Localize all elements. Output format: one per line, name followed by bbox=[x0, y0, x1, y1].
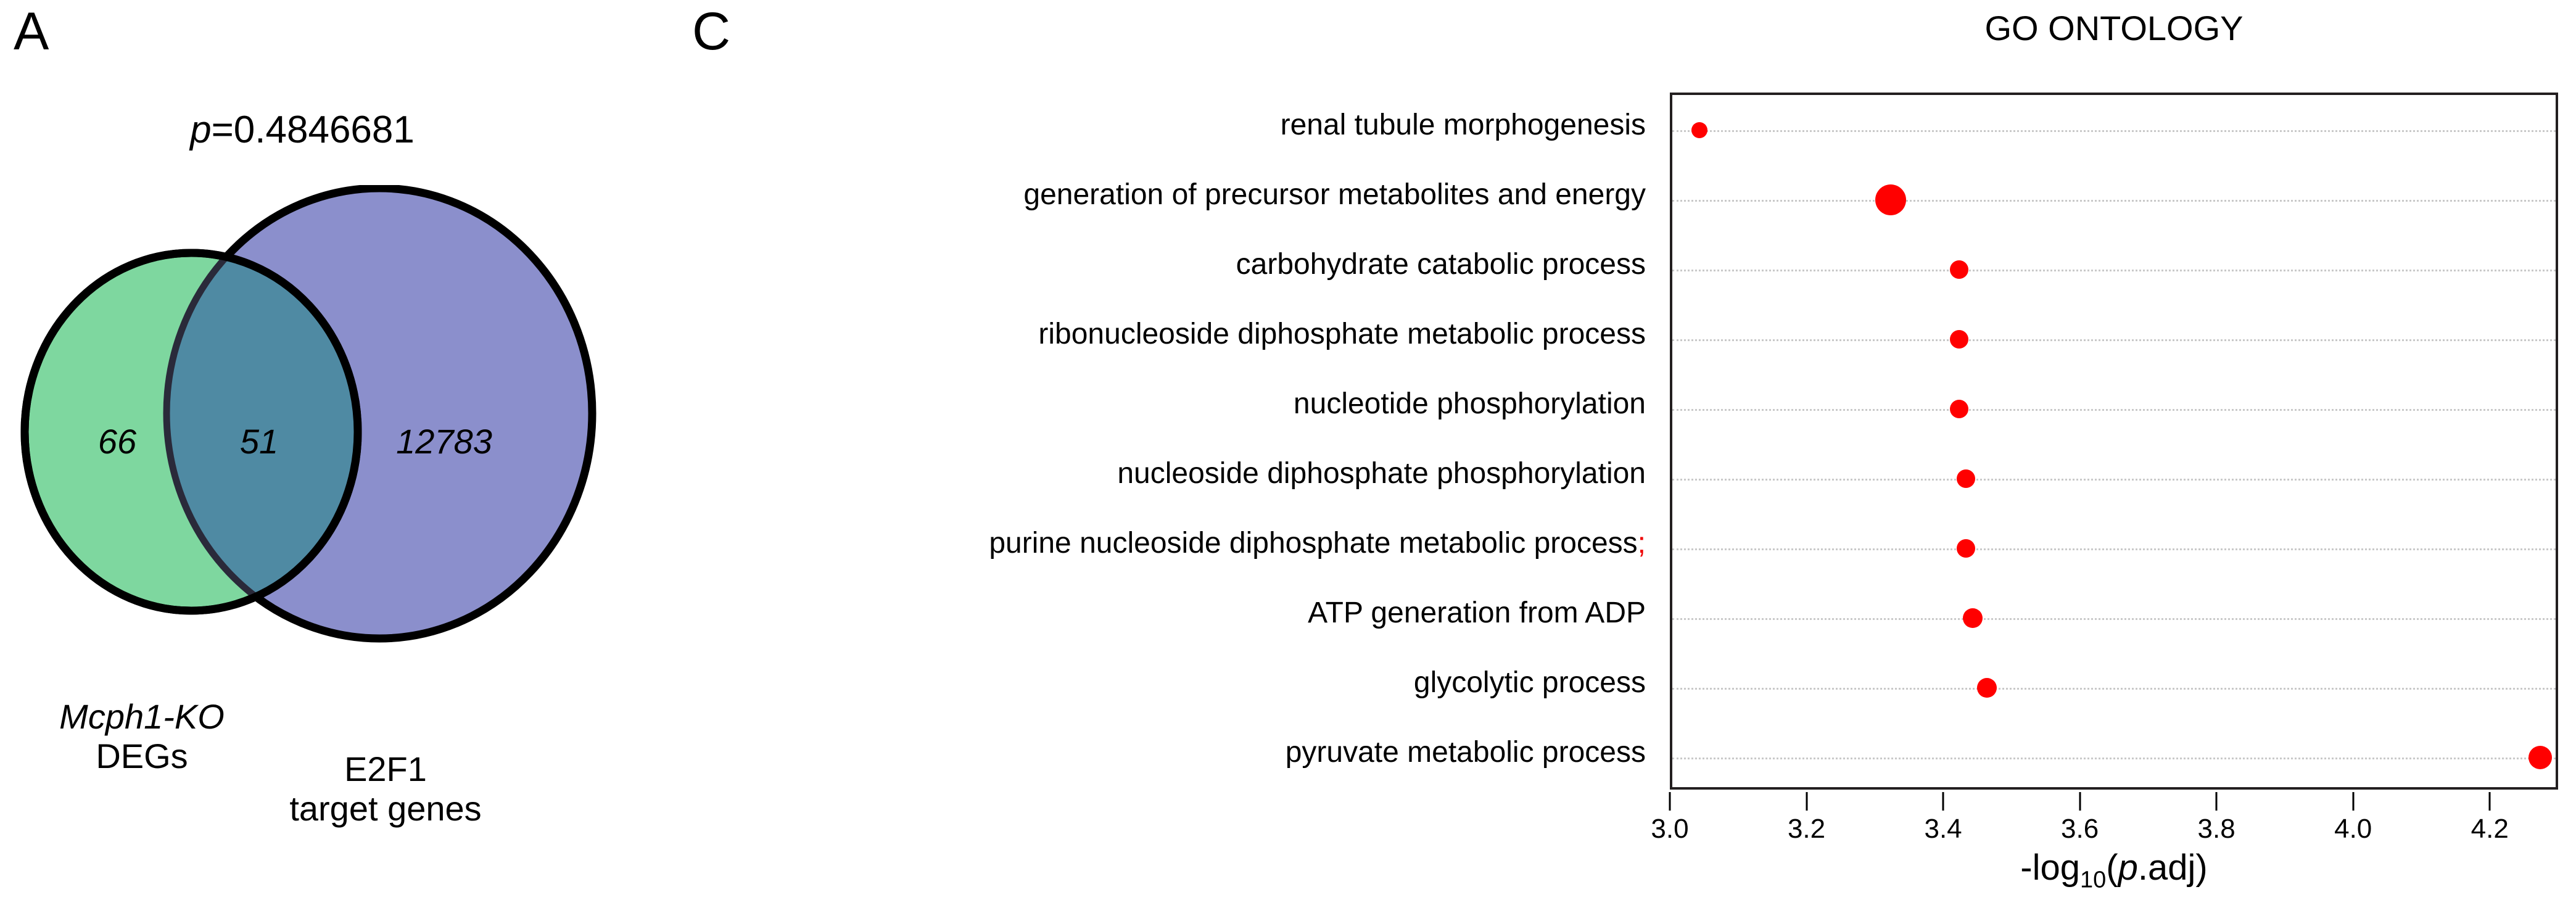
data-point[interactable] bbox=[1950, 399, 1969, 418]
go-term-label-list: renal tubule morphogenesis generation of … bbox=[679, 93, 1657, 790]
x-axis-tick-label: 3.0 bbox=[1651, 814, 1689, 844]
go-term-label: glycolytic process bbox=[1413, 666, 1646, 699]
x-axis-tick-label: 3.2 bbox=[1787, 814, 1826, 844]
x-axis-title-adj: .adj) bbox=[2137, 848, 2208, 888]
data-point[interactable] bbox=[1691, 122, 1708, 138]
panel-c-label: C bbox=[692, 2, 731, 61]
x-axis-tick bbox=[2488, 792, 2491, 811]
go-term-label: carbohydrate catabolic process bbox=[1236, 247, 1646, 281]
data-point[interactable] bbox=[1976, 677, 1997, 698]
gridline bbox=[1672, 687, 2556, 690]
x-axis: 3.0 3.2 3.4 3.6 3.8 4.0 4.2 bbox=[1651, 792, 2558, 843]
venn-diagram: 66 51 12783 bbox=[20, 185, 597, 643]
x-axis-tick bbox=[2215, 792, 2218, 811]
gridline bbox=[1672, 478, 2556, 481]
x-axis-title: -log10(p.adj) bbox=[1670, 850, 2558, 892]
x-axis-tick-label: 3.6 bbox=[2061, 814, 2099, 844]
x-axis-title-subscript: 10 bbox=[2080, 867, 2107, 893]
go-term-label: generation of precursor metabolites and … bbox=[1023, 178, 1646, 211]
p-value-symbol: p bbox=[190, 109, 212, 151]
x-axis-tick-label: 3.4 bbox=[1924, 814, 1962, 844]
go-term-label: renal tubule morphogenesis bbox=[1280, 108, 1646, 141]
venn-set-label-left: Mcph1-KO DEGs bbox=[25, 697, 259, 776]
go-term-label: nucleotide phosphorylation bbox=[1293, 387, 1646, 420]
panel-a-venn: A p=0.4846681 66 51 12783 Mcph1-KO DEGs … bbox=[0, 0, 679, 921]
gridline bbox=[1672, 757, 2556, 759]
panel-a-label: A bbox=[14, 2, 49, 61]
data-point[interactable] bbox=[1950, 260, 1969, 279]
gridline bbox=[1672, 269, 2556, 271]
plot-area bbox=[1670, 93, 2558, 790]
data-point[interactable] bbox=[1950, 329, 1969, 349]
venn-set-label-right: E2F1 target genes bbox=[241, 750, 530, 828]
venn-set-label-left-line1: Mcph1-KO bbox=[59, 697, 225, 736]
x-axis-tick bbox=[1806, 792, 1808, 811]
x-axis-tick-label: 4.2 bbox=[2471, 814, 2509, 844]
p-value-number: =0.4846681 bbox=[211, 109, 415, 151]
panel-c-go-dotplot: C GO ONTOLOGY renal tubule morphogenesis… bbox=[679, 0, 2576, 921]
gridline bbox=[1672, 130, 2556, 132]
data-point[interactable] bbox=[2528, 745, 2552, 769]
data-point[interactable] bbox=[1875, 184, 1907, 215]
gridline bbox=[1672, 199, 2556, 202]
x-axis-tick bbox=[2079, 792, 2081, 811]
go-term-label: nucleoside diphosphate phosphorylation bbox=[1117, 456, 1646, 490]
venn-set-label-left-line2: DEGs bbox=[96, 736, 188, 775]
venn-set-label-right-line1: E2F1 bbox=[344, 750, 427, 788]
data-point[interactable] bbox=[1963, 608, 1983, 628]
x-axis-tick bbox=[1669, 792, 1671, 811]
x-axis-title-p: p bbox=[2118, 848, 2138, 888]
x-axis-tick-label: 4.0 bbox=[2334, 814, 2372, 844]
go-term-label: pyruvate metabolic process bbox=[1285, 735, 1646, 769]
x-axis-title-text: -log bbox=[2020, 848, 2080, 888]
gridline bbox=[1672, 548, 2556, 550]
data-point[interactable] bbox=[1957, 539, 1976, 558]
venn-overlap-region bbox=[163, 253, 358, 611]
go-term-label: ATP generation from ADP bbox=[1308, 596, 1646, 629]
venn-count-right: 12783 bbox=[396, 422, 492, 461]
venn-set-label-right-line2: target genes bbox=[289, 788, 482, 828]
gridline bbox=[1672, 617, 2556, 620]
chart-title: GO ONTOLOGY bbox=[1984, 9, 2244, 47]
x-axis-title-paren-open: ( bbox=[2106, 848, 2118, 888]
gridline bbox=[1672, 408, 2556, 411]
venn-circle-left-outline bbox=[20, 249, 362, 615]
venn-count-left: 66 bbox=[98, 422, 137, 461]
x-axis-tick bbox=[1942, 792, 1944, 811]
gridline bbox=[1672, 339, 2556, 341]
x-axis-tick bbox=[2352, 792, 2355, 811]
go-term-label: ribonucleoside diphosphate metabolic pro… bbox=[1038, 317, 1646, 350]
venn-count-intersection: 51 bbox=[240, 422, 278, 461]
stray-semicolon-marker: ; bbox=[1637, 526, 1646, 560]
go-term-label: purine nucleoside diphosphate metabolic … bbox=[989, 526, 1646, 560]
x-axis-tick-label: 3.8 bbox=[2197, 814, 2235, 844]
data-point[interactable] bbox=[1957, 469, 1976, 488]
venn-p-value: p=0.4846681 bbox=[80, 111, 524, 149]
